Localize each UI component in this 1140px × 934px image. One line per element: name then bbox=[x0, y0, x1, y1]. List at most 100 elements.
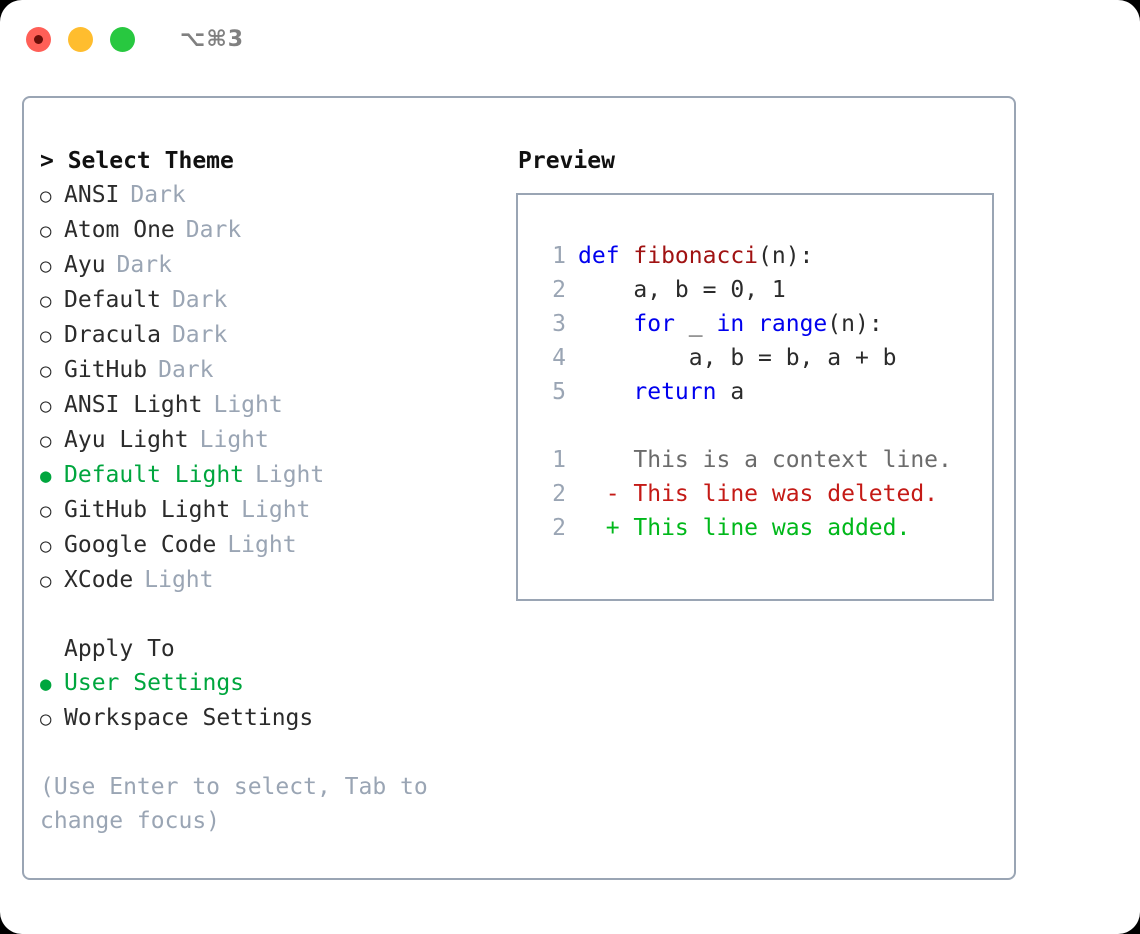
list-spacer bbox=[40, 598, 500, 632]
radio-unselected-icon: ○ bbox=[40, 360, 52, 382]
line-number: 3 bbox=[552, 311, 566, 337]
code-token: (n): bbox=[758, 243, 814, 269]
code-token: a, b = b, a + b bbox=[578, 345, 897, 371]
theme-option-label: Google Code bbox=[64, 532, 217, 558]
theme-variant-tag: Dark bbox=[130, 182, 186, 208]
radio-selected-icon: ● bbox=[40, 465, 52, 487]
diff-line-added: 2 + This line was added. bbox=[536, 511, 992, 545]
code-text: for _ in range(n): bbox=[578, 307, 883, 341]
keyboard-shortcut-label: ⌥⌘3 bbox=[180, 26, 245, 52]
radio-unselected-icon: ○ bbox=[40, 255, 52, 277]
diff-marker: - bbox=[578, 481, 634, 507]
code-token bbox=[578, 379, 633, 405]
theme-option-label: Default Light bbox=[64, 462, 245, 488]
diff-marker: + bbox=[578, 515, 634, 541]
theme-option-ayu-light[interactable]: ○ Ayu Light Light bbox=[40, 423, 500, 458]
apply-to-option-workspace-settings[interactable]: ○Workspace Settings bbox=[40, 701, 500, 736]
diff-text: - This line was deleted. bbox=[578, 477, 938, 511]
theme-variant-tag: Dark bbox=[158, 357, 214, 383]
code-token: _ bbox=[674, 311, 717, 337]
theme-option-label: Ayu bbox=[64, 252, 106, 278]
radio-unselected-icon: ○ bbox=[40, 220, 52, 242]
line-number: 2 bbox=[552, 481, 566, 507]
line-number: 4 bbox=[552, 345, 566, 371]
code-token: a bbox=[716, 379, 745, 405]
line-number: 5 bbox=[552, 379, 566, 405]
theme-option-label: Dracula bbox=[64, 322, 161, 348]
code-token bbox=[744, 311, 758, 337]
radio-unselected-icon: ○ bbox=[40, 290, 52, 312]
code-text: a, b = b, a + b bbox=[578, 341, 897, 375]
theme-option-label: Default bbox=[64, 287, 161, 313]
radio-unselected-icon: ○ bbox=[40, 535, 52, 557]
preview-heading: Preview bbox=[518, 148, 615, 174]
code-token bbox=[578, 311, 633, 337]
theme-variant-tag: Dark bbox=[185, 217, 242, 243]
theme-option-label: ANSI bbox=[64, 182, 120, 208]
code-text: def fibonacci(n): bbox=[578, 239, 813, 273]
code-token: in bbox=[716, 311, 745, 337]
radio-selected-icon: ● bbox=[40, 673, 52, 695]
diff-line-content: This is a context line. bbox=[633, 447, 952, 473]
theme-variant-tag: Light bbox=[144, 567, 214, 593]
theme-option-label: GitHub bbox=[64, 357, 148, 383]
keyboard-hint-text: (Use Enter to select, Tab to change focu… bbox=[40, 774, 442, 834]
apply-to-list[interactable]: ●User Settings○Workspace Settings bbox=[40, 666, 500, 736]
diff-sample: 1 This is a context line.2 - This line w… bbox=[536, 443, 992, 545]
diff-line-content: This line was deleted. bbox=[633, 481, 939, 507]
window-controls bbox=[26, 26, 135, 52]
minimize-button[interactable] bbox=[68, 26, 93, 52]
theme-variant-tag: Dark bbox=[116, 252, 172, 278]
apply-to-heading: Apply To bbox=[64, 636, 175, 662]
code-token: a, b = 0, 1 bbox=[578, 277, 786, 303]
code-text: a, b = 0, 1 bbox=[578, 273, 786, 307]
select-theme-heading: > Select Theme bbox=[40, 148, 234, 174]
code-token: (n): bbox=[827, 311, 883, 337]
code-line: 3 for _ in range(n): bbox=[536, 307, 992, 341]
line-number: 2 bbox=[552, 277, 566, 303]
theme-option-label: XCode bbox=[64, 567, 134, 593]
code-token: for bbox=[633, 311, 675, 337]
diff-marker bbox=[578, 447, 633, 473]
maximize-button[interactable] bbox=[110, 26, 135, 52]
title-bar: ⌥⌘3 bbox=[0, 0, 1140, 78]
theme-variant-tag: Dark bbox=[171, 287, 228, 313]
diff-text: + This line was added. bbox=[578, 511, 911, 545]
diff-line-deleted: 2 - This line was deleted. bbox=[536, 477, 992, 511]
theme-variant-tag: Dark bbox=[171, 322, 228, 348]
theme-option-label: Atom One bbox=[64, 217, 175, 243]
diff-spacer bbox=[536, 409, 992, 443]
theme-option-ayu[interactable]: ○ Ayu Dark bbox=[40, 248, 500, 283]
radio-unselected-icon: ○ bbox=[40, 185, 52, 207]
theme-option-label: Ayu Light bbox=[64, 427, 189, 453]
theme-option-default[interactable]: ○ Default Dark bbox=[40, 283, 500, 318]
theme-option-label: ANSI Light bbox=[64, 392, 203, 418]
apply-to-option-label: Workspace Settings bbox=[64, 705, 314, 731]
theme-option-label: GitHub Light bbox=[64, 497, 231, 523]
radio-unselected-icon: ○ bbox=[40, 430, 52, 452]
theme-option-atom-one[interactable]: ○ Atom One Dark bbox=[40, 213, 500, 248]
radio-unselected-icon: ○ bbox=[40, 395, 52, 417]
apply-to-option-user-settings[interactable]: ●User Settings bbox=[40, 666, 500, 701]
theme-variant-tag: Light bbox=[199, 427, 269, 453]
theme-option-github[interactable]: ○ GitHub Dark bbox=[40, 353, 500, 388]
diff-line-content: This line was added. bbox=[633, 515, 911, 541]
theme-option-ansi[interactable]: ○ ANSI Dark bbox=[40, 178, 500, 213]
close-button[interactable] bbox=[26, 26, 51, 52]
diff-line-context: 1 This is a context line. bbox=[536, 443, 992, 477]
theme-variant-tag: Light bbox=[241, 497, 311, 523]
